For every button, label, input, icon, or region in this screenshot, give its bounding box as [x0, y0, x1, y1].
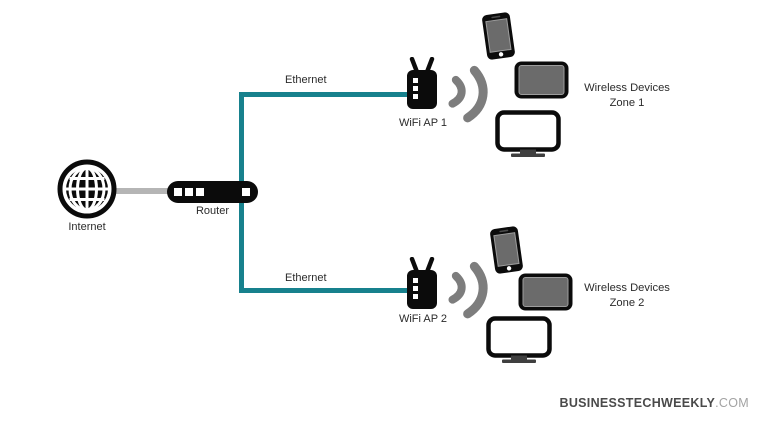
wifi-ap-icon	[407, 57, 437, 109]
internet-label: Internet	[68, 221, 106, 233]
globe-icon	[57, 159, 117, 219]
router-uplink-port	[242, 188, 250, 196]
tablet-icon	[514, 61, 569, 99]
wifi-ap-icon	[407, 257, 437, 309]
zone-1-title: Wireless Devices	[584, 82, 670, 94]
zone-2-title: Wireless Devices	[584, 282, 670, 294]
ethernet-line-bottom	[239, 288, 409, 293]
smartphone-icon	[482, 12, 515, 60]
internet-router-link	[110, 188, 172, 194]
router-label: Router	[195, 205, 230, 217]
wifi-signal-icon	[448, 65, 488, 123]
zone-1-name: Zone 1	[609, 97, 645, 109]
watermark: BUSINESSTECHWEEKLY.COM	[560, 396, 750, 410]
router-port-light	[196, 188, 204, 196]
ethernet-line-top	[239, 92, 409, 97]
monitor-icon	[486, 316, 552, 363]
zone-2-name: Zone 2	[609, 297, 645, 309]
wifi-ap-2-label: WiFi AP 2	[398, 313, 448, 325]
tablet-icon	[518, 273, 573, 311]
watermark-brand: BUSINESSTECHWEEKLY	[559, 396, 716, 410]
smartphone-icon	[490, 226, 523, 274]
wifi-ap-1-label: WiFi AP 1	[398, 117, 448, 129]
router-port-light	[174, 188, 182, 196]
ethernet-label-top: Ethernet	[285, 74, 327, 86]
watermark-suffix: .COM	[715, 396, 749, 410]
router-icon	[167, 181, 258, 203]
ethernet-label-bottom: Ethernet	[285, 272, 327, 284]
zone-2-label: Wireless Devices Zone 2	[572, 281, 682, 311]
zone-1-label: Wireless Devices Zone 1	[572, 81, 682, 111]
monitor-icon	[495, 110, 561, 157]
wifi-signal-icon	[448, 261, 488, 319]
router-port-light	[185, 188, 193, 196]
